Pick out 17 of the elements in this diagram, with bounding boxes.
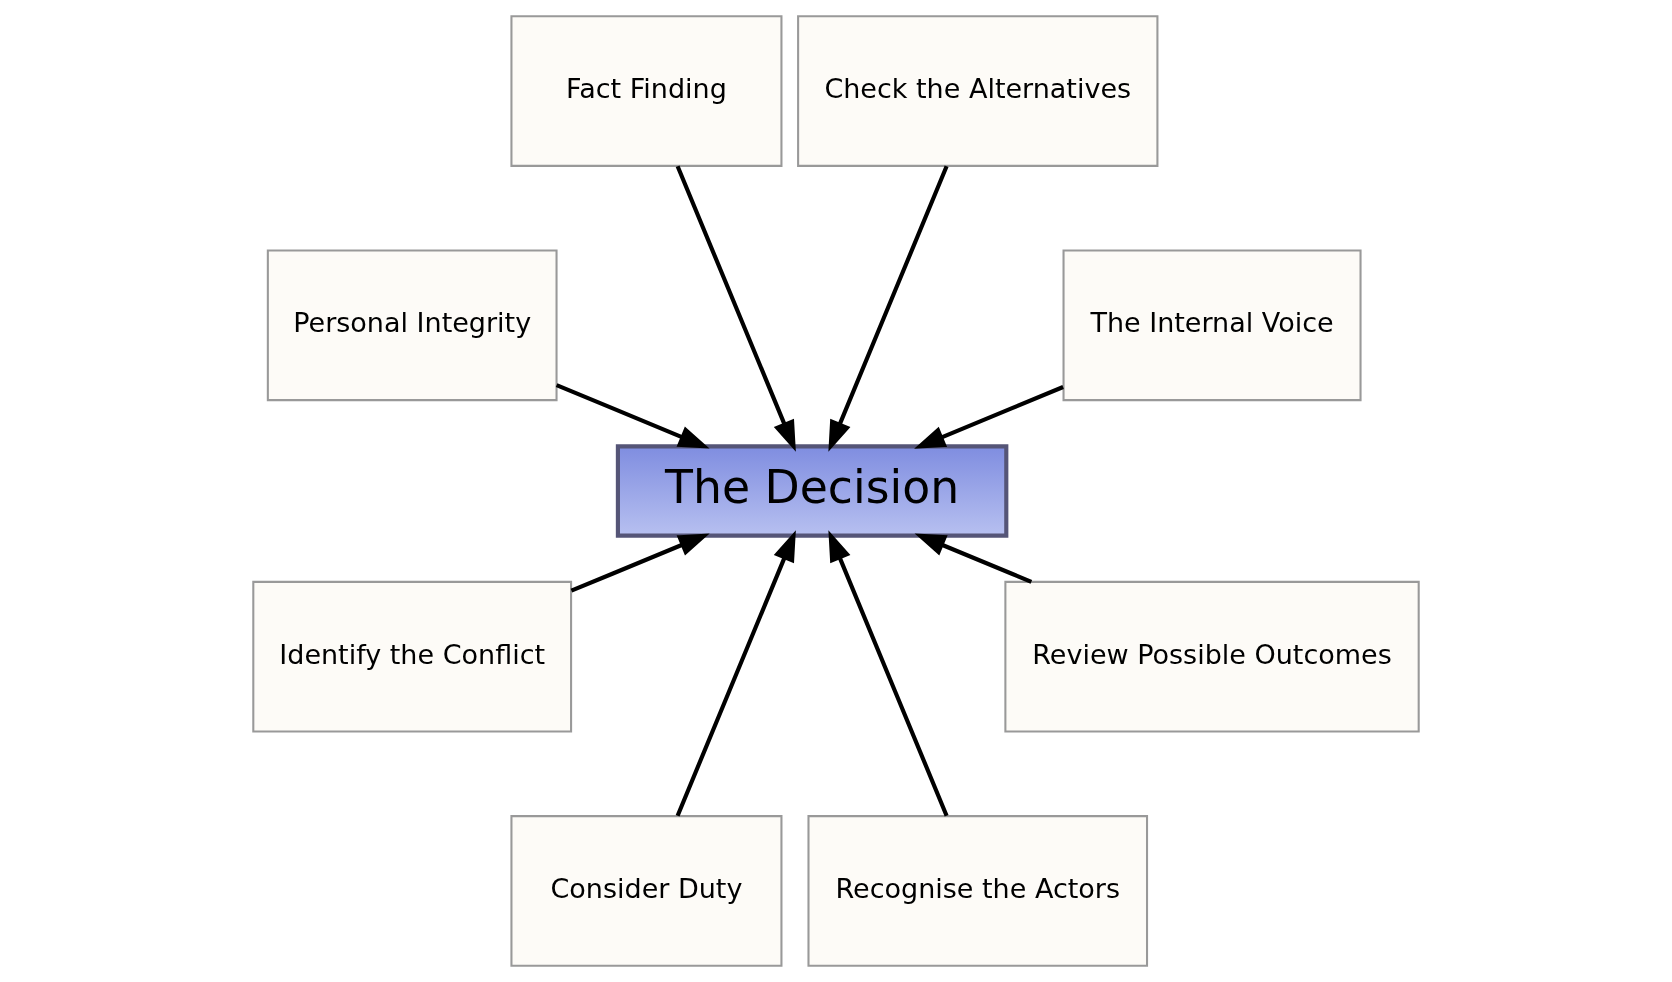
node-box: Consider Duty <box>510 815 783 967</box>
arrow <box>828 165 949 452</box>
node-box: The Decision <box>615 444 1009 538</box>
arrow <box>570 533 710 593</box>
arrow <box>675 165 796 452</box>
node-box: The Internal Voice <box>1062 249 1362 402</box>
node-box: Recognise the Actors <box>807 815 1149 967</box>
arrow <box>914 533 1033 584</box>
node-box: Review Possible Outcomes <box>1004 580 1420 733</box>
arrow <box>555 383 710 449</box>
arrow <box>828 530 949 817</box>
node-box: Identify the Conflict <box>252 580 573 733</box>
arrow <box>675 530 796 817</box>
arrow <box>914 385 1064 449</box>
node-box: Fact Finding <box>510 15 783 167</box>
node-box: Check the Alternatives <box>797 15 1159 167</box>
node-box: Personal Integrity <box>266 249 558 402</box>
